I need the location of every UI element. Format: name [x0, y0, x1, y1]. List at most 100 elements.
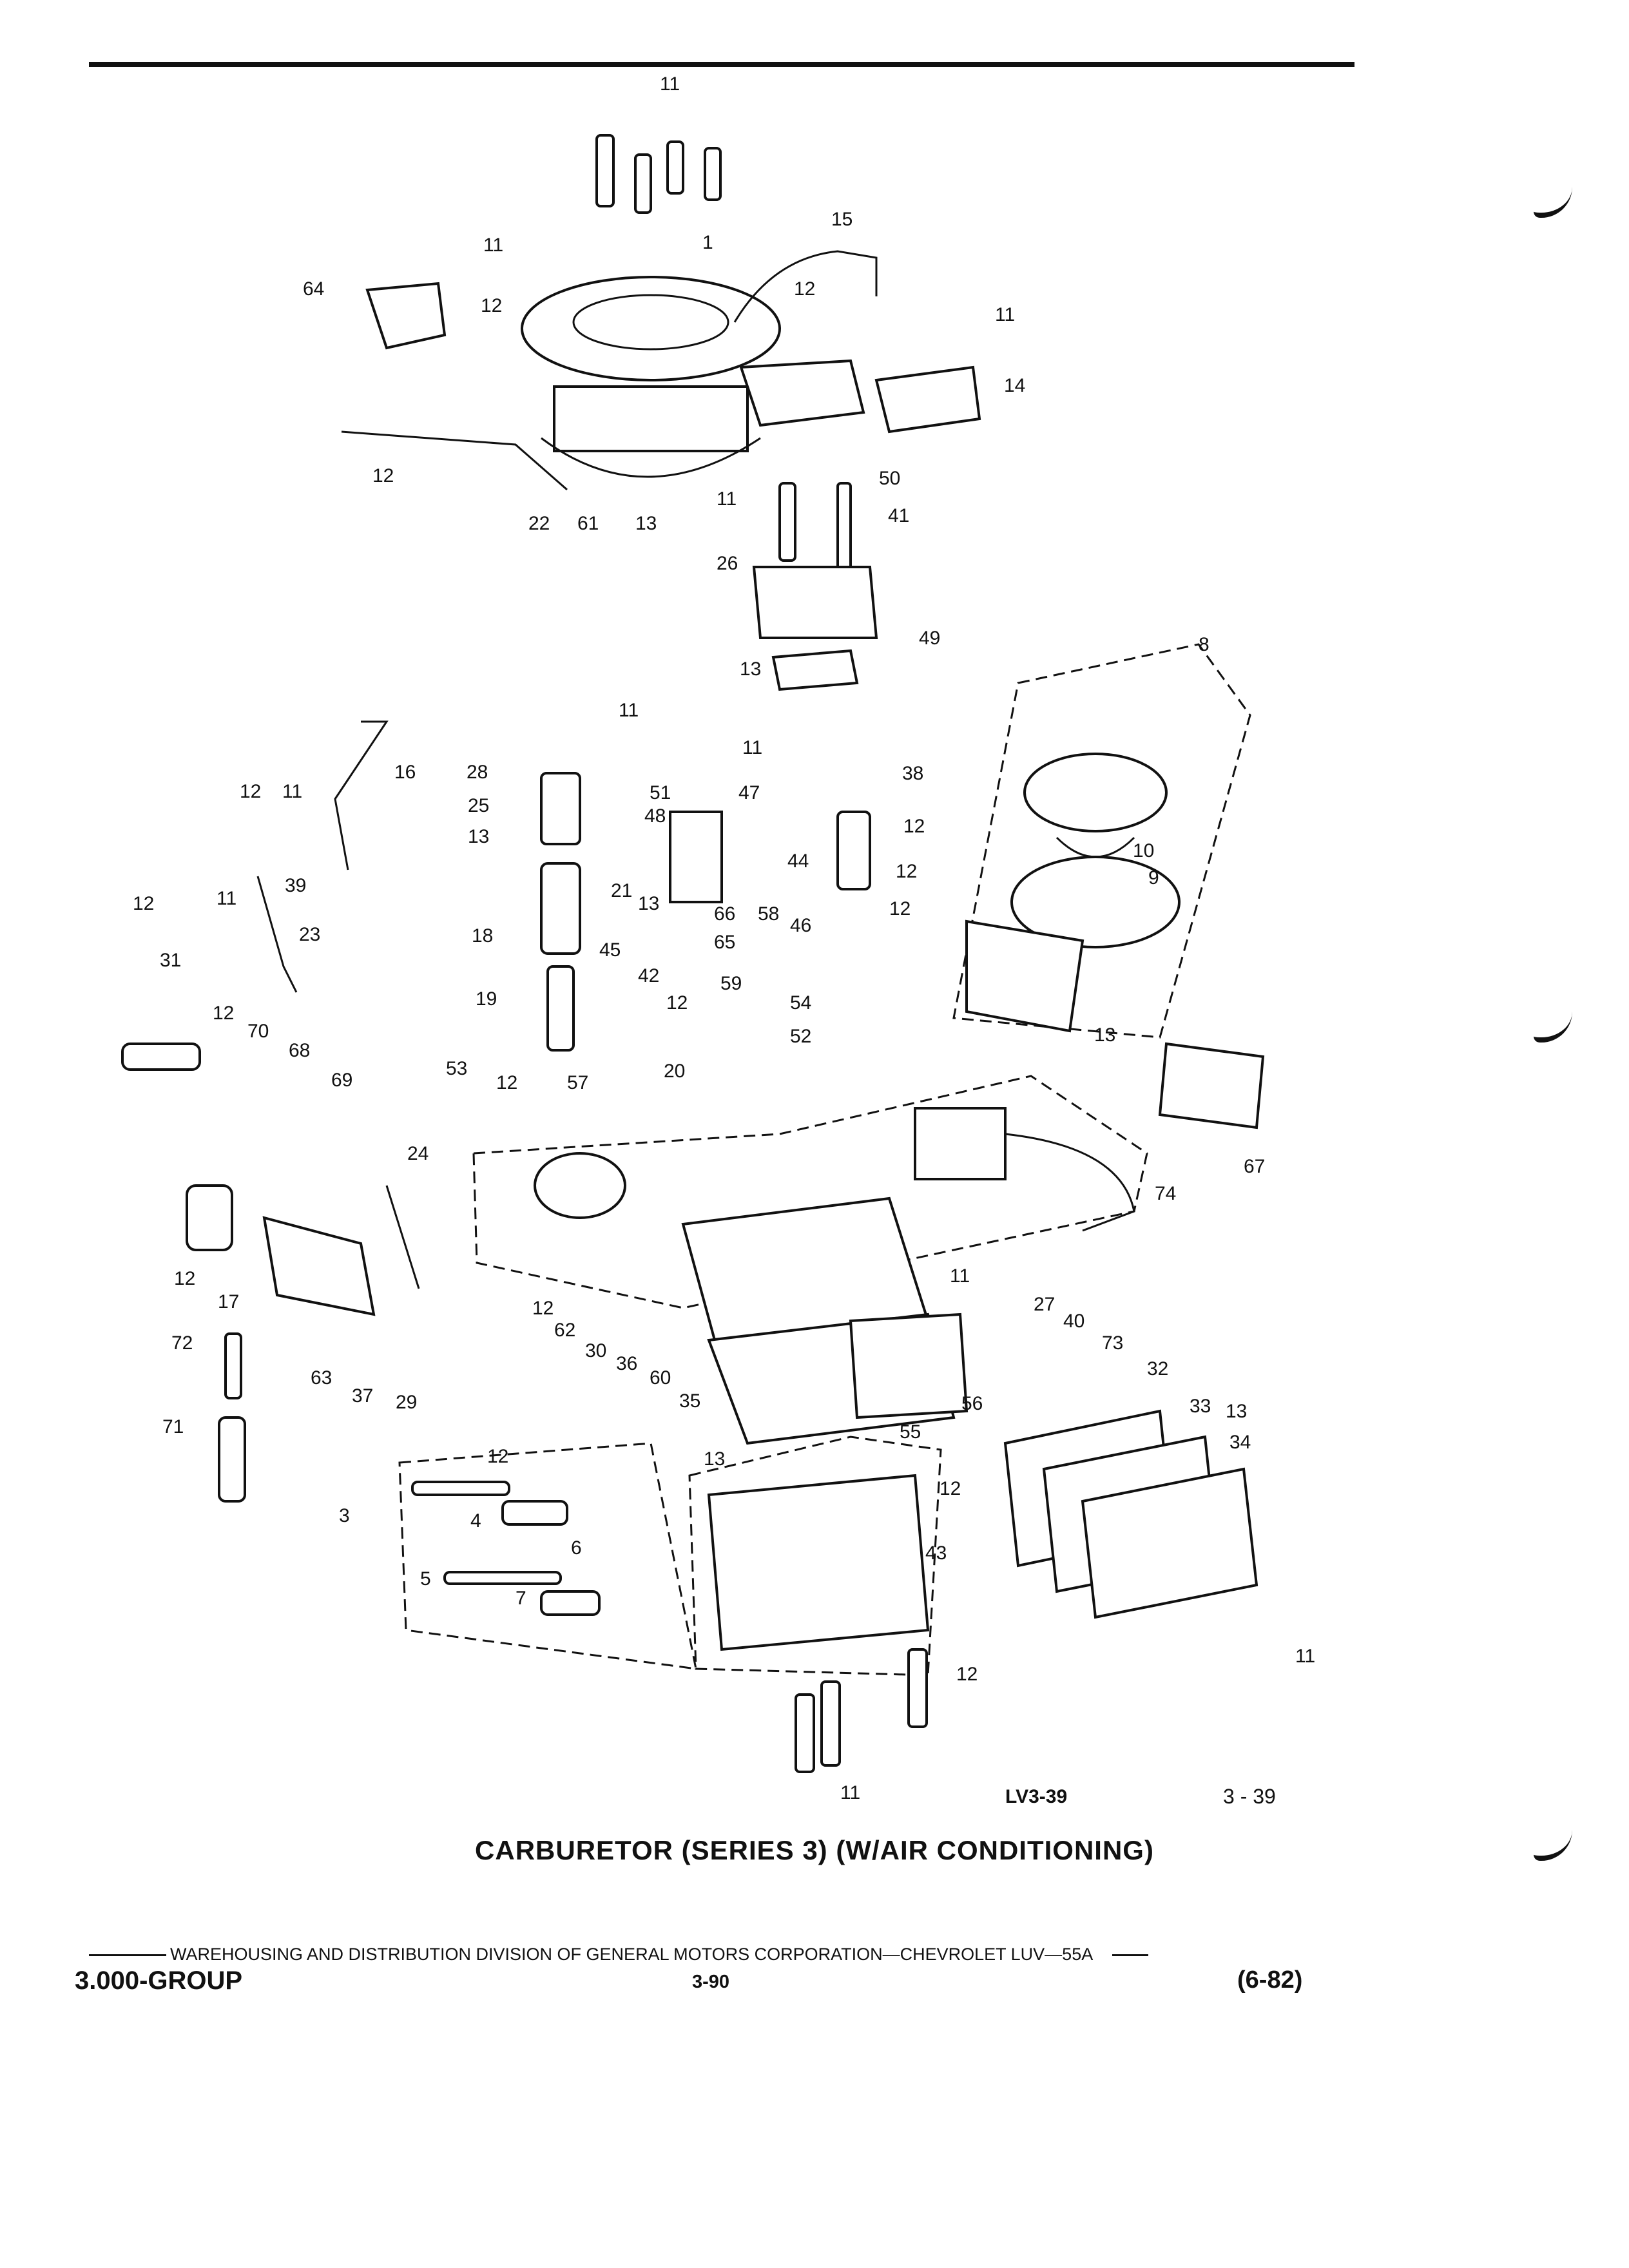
- callout: 38: [902, 763, 923, 784]
- callout: 40: [1063, 1311, 1084, 1332]
- callout: 12: [956, 1664, 978, 1685]
- callout: 22: [528, 513, 550, 534]
- callout: 48: [644, 805, 666, 827]
- callout: 6: [571, 1537, 582, 1559]
- callout: 12: [487, 1446, 508, 1467]
- figure-number: 3 - 39: [1223, 1785, 1276, 1808]
- callout: 36: [616, 1353, 637, 1374]
- callout: 43: [925, 1542, 947, 1564]
- callout: 33: [1190, 1396, 1211, 1417]
- binder-mark: [1534, 187, 1572, 218]
- callout: 23: [299, 924, 320, 945]
- callout: 39: [285, 875, 306, 896]
- callout: 16: [394, 762, 416, 783]
- callout: 5: [420, 1568, 431, 1590]
- footer-page-number: 3-90: [692, 1972, 730, 1992]
- callout: 12: [903, 816, 925, 837]
- callout: 11: [1295, 1646, 1315, 1667]
- callout: 12: [940, 1478, 961, 1499]
- callout: 12: [666, 992, 688, 1014]
- callout: 13: [635, 513, 657, 534]
- callout: 21: [611, 880, 632, 901]
- top-rule: [89, 62, 1354, 67]
- callout: 12: [372, 465, 394, 486]
- callout: 44: [787, 850, 809, 872]
- callout: 11: [619, 700, 639, 721]
- callout: 11: [282, 781, 302, 802]
- callout: 29: [396, 1392, 417, 1413]
- callout: 20: [664, 1061, 685, 1082]
- callout: 67: [1244, 1156, 1265, 1177]
- callout-labels: 11 1 15 64 11 12 12 11 14 12 22 61 13 11…: [133, 73, 1315, 1803]
- callout: 28: [467, 762, 488, 783]
- callout: 66: [714, 903, 735, 925]
- footer-publisher-text: WAREHOUSING AND DISTRIBUTION DIVISION OF…: [170, 1945, 1094, 1964]
- callout: 45: [599, 939, 621, 961]
- callout: 12: [481, 295, 502, 316]
- footer-publisher-line: WAREHOUSING AND DISTRIBUTION DIVISION OF…: [89, 1945, 1149, 1965]
- callout: 65: [714, 932, 735, 953]
- callout: 58: [758, 903, 779, 925]
- callout: 12: [794, 278, 815, 300]
- callout: 55: [900, 1421, 921, 1443]
- callout: 68: [289, 1040, 310, 1061]
- callout: 12: [133, 893, 154, 914]
- callout: 53: [446, 1058, 467, 1079]
- figure-title: CARBURETOR (SERIES 3) (W/AIR CONDITIONIN…: [475, 1835, 1154, 1865]
- callout: 13: [740, 658, 761, 680]
- callout: 34: [1229, 1432, 1251, 1453]
- callout: 25: [468, 795, 489, 816]
- callout: 11: [950, 1265, 970, 1287]
- callout: 42: [638, 965, 659, 986]
- callout: 24: [407, 1143, 429, 1164]
- callout: 47: [738, 782, 760, 803]
- callout: 70: [247, 1021, 269, 1042]
- callout: 11: [217, 888, 236, 909]
- callout: 4: [470, 1510, 481, 1532]
- callout: 56: [961, 1393, 983, 1414]
- figure-code: LV3-39: [1005, 1786, 1068, 1807]
- callout: 15: [831, 209, 853, 230]
- footer-date: (6-82): [1237, 1966, 1303, 1994]
- callout: 1: [702, 232, 713, 253]
- callout: 12: [240, 781, 261, 802]
- footer-lead-dash: [89, 1954, 166, 1957]
- callout: 32: [1147, 1358, 1168, 1379]
- callout: 54: [790, 992, 811, 1014]
- callout: 37: [352, 1385, 373, 1407]
- callout: 57: [567, 1072, 588, 1093]
- callout: 13: [704, 1448, 725, 1470]
- callout: 62: [554, 1320, 575, 1341]
- callout: 50: [879, 468, 900, 489]
- callout: 8: [1199, 634, 1210, 655]
- footer-group: 3.000-GROUP: [75, 1966, 243, 1995]
- callout: 17: [218, 1291, 239, 1312]
- callout: 12: [213, 1003, 234, 1024]
- callout: 35: [679, 1390, 700, 1412]
- callout: 12: [496, 1072, 517, 1093]
- callout: 71: [162, 1416, 184, 1437]
- callout: 13: [638, 893, 659, 914]
- callout: 27: [1034, 1294, 1055, 1315]
- callout: 49: [919, 628, 940, 649]
- callout: 64: [303, 278, 324, 300]
- part-outlines: [121, 134, 1265, 1773]
- callout: 61: [577, 513, 599, 534]
- callout: 11: [660, 73, 680, 95]
- callout: 18: [472, 925, 493, 947]
- callout: 72: [171, 1332, 193, 1354]
- binder-mark: [1534, 1830, 1572, 1861]
- callout: 74: [1155, 1183, 1176, 1204]
- callout: 11: [995, 304, 1015, 325]
- callout: 11: [840, 1782, 860, 1803]
- callout: 12: [532, 1298, 554, 1319]
- callout: 73: [1102, 1332, 1123, 1354]
- callout: 13: [1226, 1401, 1247, 1422]
- callout: 3: [339, 1505, 350, 1526]
- callout: 14: [1004, 375, 1025, 396]
- callout: 63: [311, 1367, 332, 1389]
- callout: 69: [331, 1070, 352, 1091]
- callout: 26: [717, 553, 738, 574]
- callout: 46: [790, 915, 811, 936]
